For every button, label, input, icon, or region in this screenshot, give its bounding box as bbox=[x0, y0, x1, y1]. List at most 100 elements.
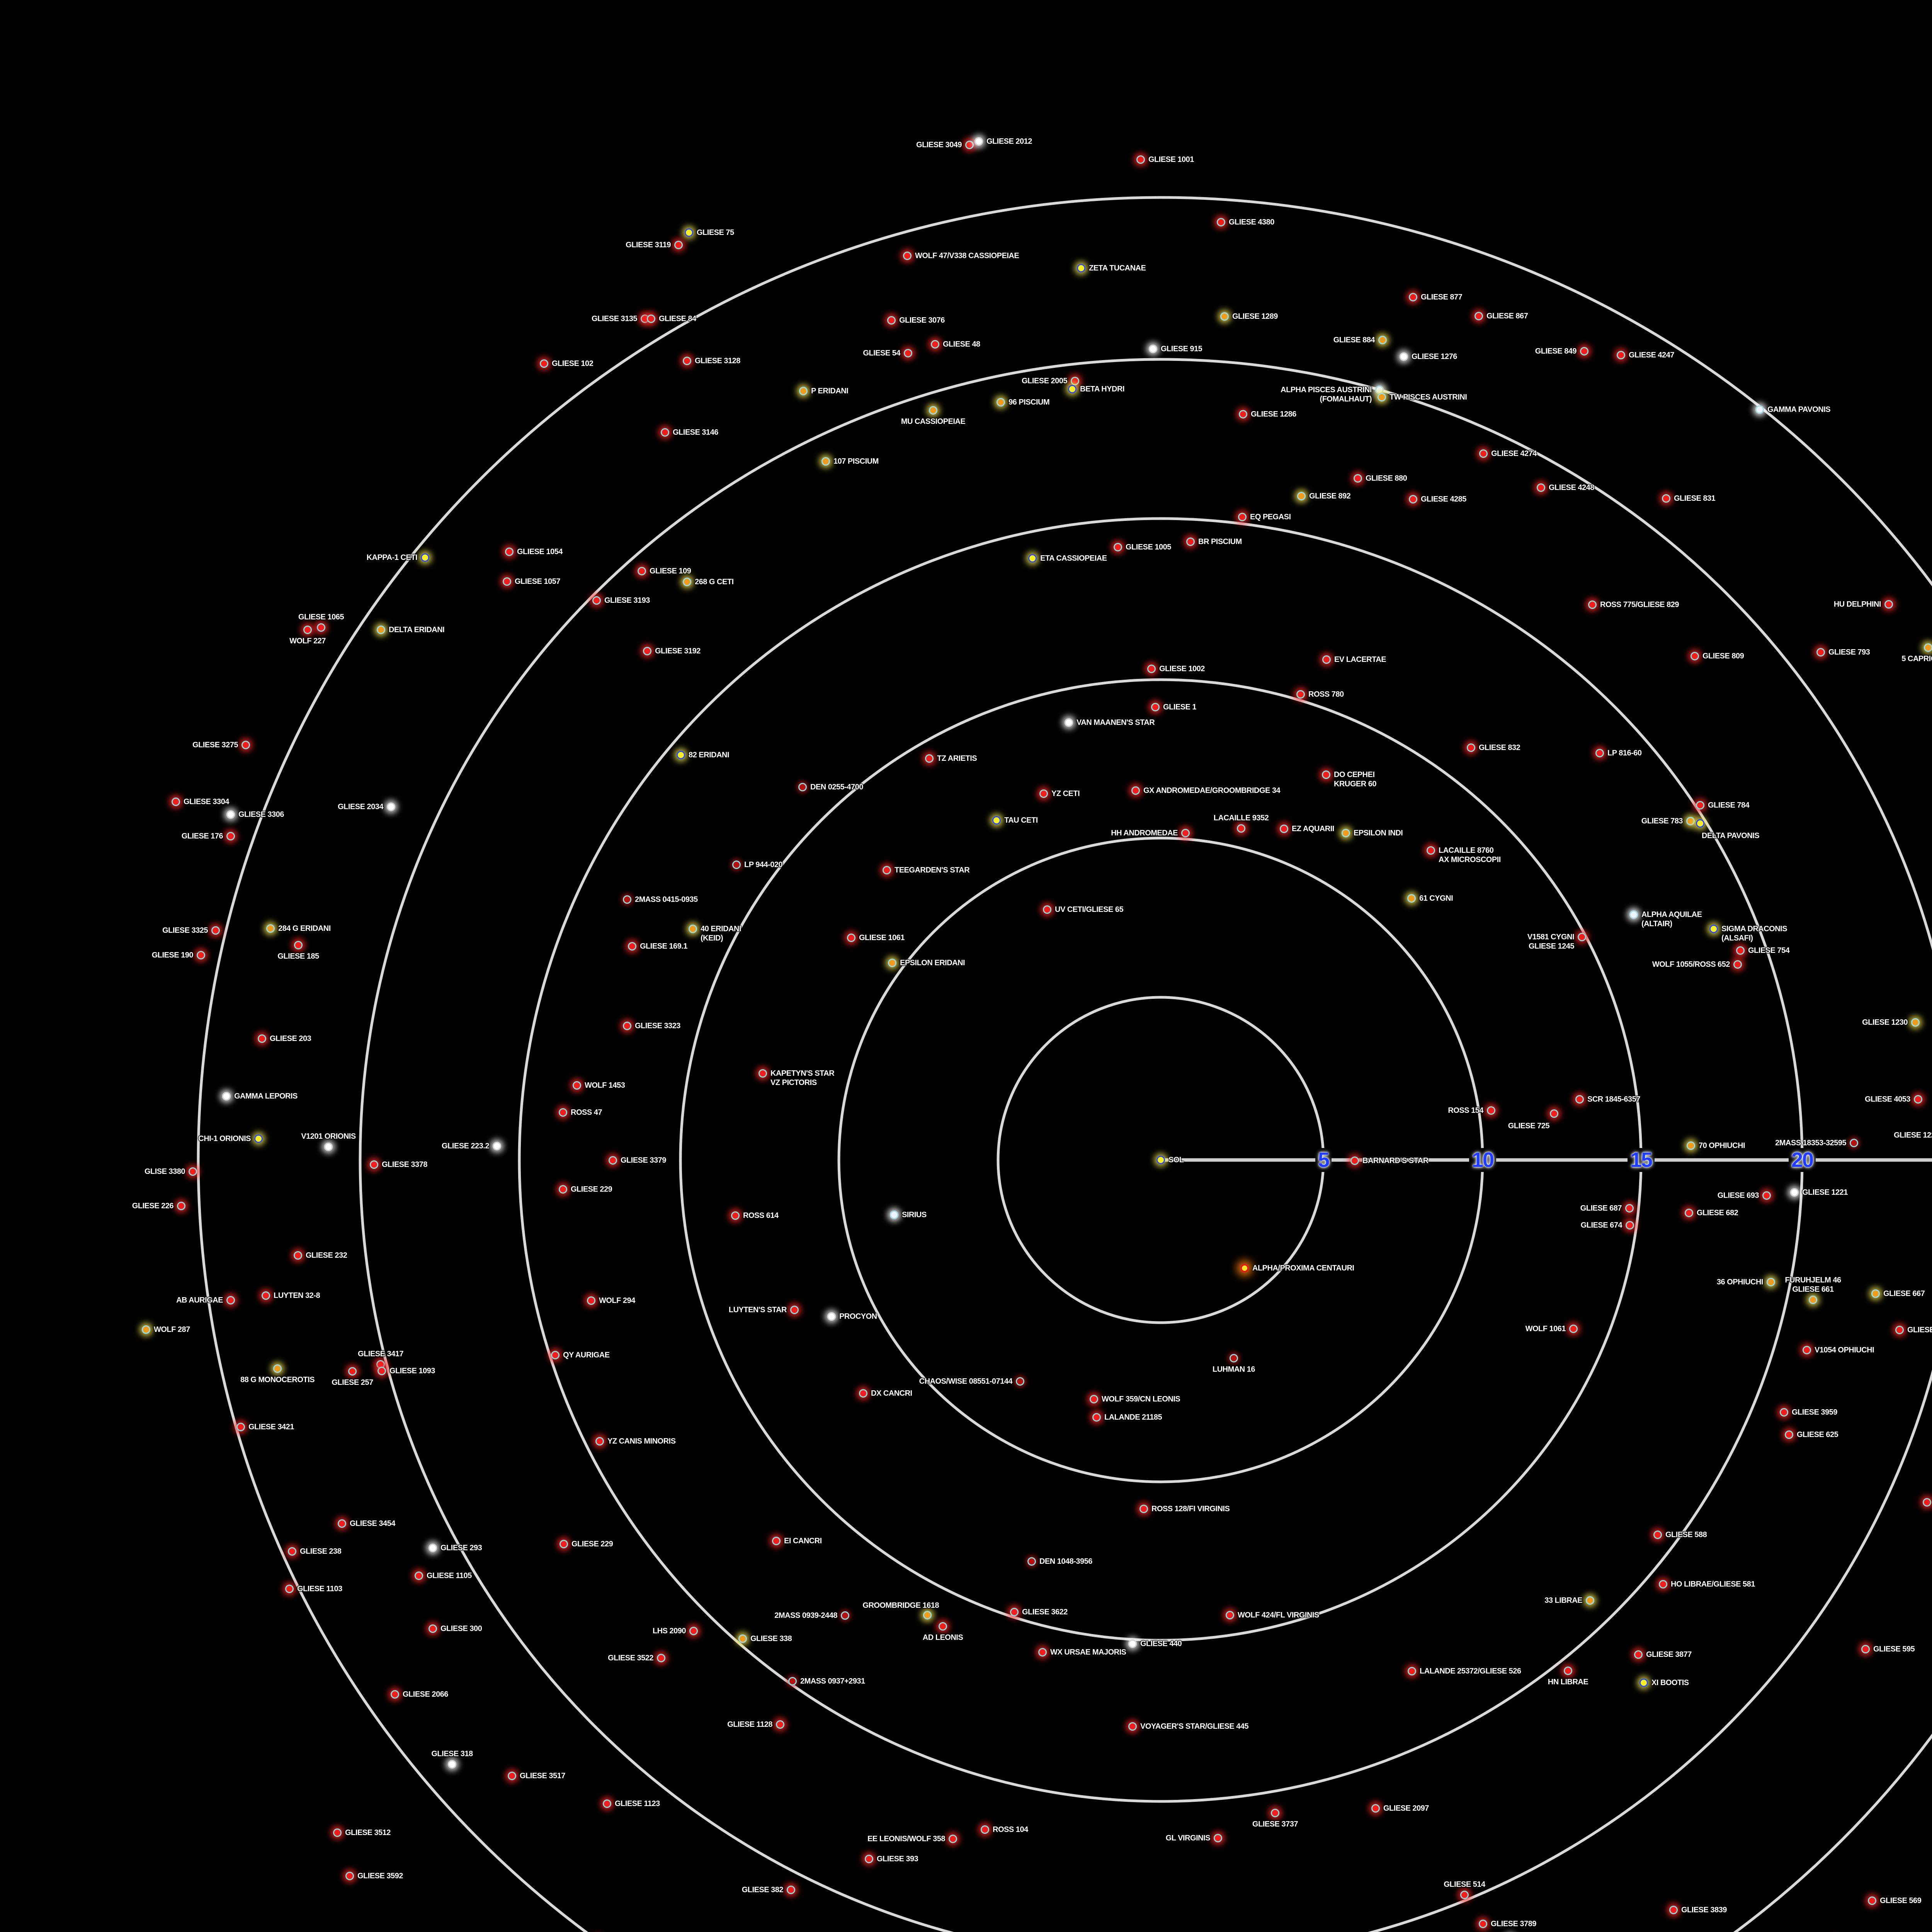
star-label: 82 ERIDANI bbox=[689, 751, 730, 759]
star-dot-icon bbox=[226, 810, 235, 819]
star-label: GLIESE 915 bbox=[1161, 345, 1202, 353]
star-label: GLIESE 3306 bbox=[238, 810, 284, 819]
star-label: GLIESE 3379 bbox=[621, 1156, 666, 1165]
star-label: YZ CANIS MINORIS bbox=[607, 1437, 676, 1446]
star-dot-icon bbox=[603, 1799, 611, 1808]
star-label: LACAILLE 8760 AX MICROSCOPII bbox=[1439, 846, 1501, 864]
star-dot-icon bbox=[1350, 1156, 1359, 1165]
star-dot-icon bbox=[1911, 1018, 1920, 1027]
star-dot-icon bbox=[266, 924, 275, 933]
star-dot-icon bbox=[1588, 600, 1597, 609]
star-dot-icon bbox=[1128, 1722, 1137, 1731]
star-dot-icon bbox=[1629, 910, 1638, 919]
star-label: GLIESE 3323 bbox=[635, 1022, 680, 1030]
star-dot-icon bbox=[981, 1825, 989, 1834]
star-label: GLIESE 1286 bbox=[1251, 410, 1296, 418]
star-label: V1054 OPHIUCHI bbox=[1815, 1346, 1874, 1354]
star-label: GLIESE 682 bbox=[1697, 1209, 1738, 1217]
star-label: DX CANCRI bbox=[871, 1389, 912, 1398]
star-dot-icon bbox=[1027, 1557, 1036, 1566]
star-label: 96 PISCIUM bbox=[1009, 398, 1050, 406]
star-dot-icon bbox=[738, 1634, 747, 1643]
star-dot-icon bbox=[387, 803, 395, 811]
star-label: GLIESE 1276 bbox=[1412, 352, 1457, 361]
star-dot-icon bbox=[142, 1325, 150, 1334]
star-dot-icon bbox=[1803, 1346, 1811, 1354]
star-label: LP 944-020 bbox=[744, 861, 783, 869]
star-label: GLIESE 880 bbox=[1366, 474, 1407, 483]
star-dot-icon bbox=[1226, 1611, 1234, 1619]
star-dot-icon bbox=[1884, 600, 1893, 609]
star-label: GLIESE 176 bbox=[181, 832, 223, 840]
star-dot-icon bbox=[317, 623, 325, 632]
star-dot-icon bbox=[189, 1167, 197, 1176]
star-label: GLIESE 3522 bbox=[608, 1654, 653, 1662]
star-label: ALPHA PISCES AUSTRINI (FOMALHAUT) bbox=[1281, 386, 1372, 403]
star-label: V1581 CYGNI GLIESE 1245 bbox=[1527, 933, 1575, 951]
star-label: 40 ERIDANI (KEID) bbox=[701, 925, 742, 942]
star-dot-icon bbox=[1685, 1209, 1693, 1217]
star-dot-icon bbox=[1479, 449, 1488, 458]
star-label: GLIESE 3417 bbox=[358, 1350, 403, 1358]
star-label: GLIESE 3325 bbox=[162, 926, 208, 935]
star-dot-icon bbox=[540, 359, 548, 368]
star-label: VOYAGER'S STAR/GLIESE 445 bbox=[1140, 1722, 1249, 1731]
star-label: HN LIBRAE bbox=[1548, 1678, 1588, 1686]
star-label: GLIESE 3991 bbox=[1907, 1326, 1932, 1334]
star-dot-icon bbox=[1147, 665, 1156, 673]
star-dot-icon bbox=[1408, 1667, 1416, 1675]
star-dot-icon bbox=[1755, 405, 1764, 414]
star-dot-icon bbox=[788, 1677, 797, 1685]
star-label: GLIESE 1128 bbox=[727, 1720, 772, 1729]
star-dot-icon bbox=[1595, 749, 1604, 757]
star-label: GLIESE 3192 bbox=[655, 647, 701, 655]
star-dot-icon bbox=[1296, 690, 1305, 699]
star-dot-icon bbox=[689, 925, 697, 933]
star-label: FURUHJELM 46 GLIESE 661 bbox=[1785, 1276, 1841, 1294]
star-dot-icon bbox=[1736, 946, 1745, 955]
star-label: BR PISCIUM bbox=[1198, 537, 1242, 546]
star-dot-icon bbox=[1895, 1326, 1904, 1334]
star-dot-icon bbox=[1128, 1639, 1137, 1648]
distance-label-10: 10 bbox=[1469, 1148, 1497, 1172]
star-label: GLIESE 1224 bbox=[1894, 1131, 1932, 1139]
star-label: GLIESE 754 bbox=[1748, 946, 1790, 955]
star-dot-icon bbox=[1809, 1296, 1817, 1304]
star-dot-icon bbox=[1733, 960, 1742, 969]
star-label: HO LIBRAE/GLIESE 581 bbox=[1671, 1580, 1755, 1588]
star-dot-icon bbox=[273, 1364, 282, 1373]
star-dot-icon bbox=[1924, 643, 1932, 652]
star-label: GLIESE 867 bbox=[1486, 312, 1528, 320]
star-dot-icon bbox=[1686, 817, 1695, 825]
star-dot-icon bbox=[1375, 386, 1384, 394]
star-dot-icon bbox=[1475, 312, 1483, 320]
star-dot-icon bbox=[1460, 1891, 1469, 1899]
star-label: SIGMA DRACONIS (ALSAFI) bbox=[1721, 925, 1787, 942]
star-label: GLIESE 3076 bbox=[899, 316, 945, 325]
star-label: GLIESE 109 bbox=[650, 567, 691, 575]
star-label: GLIESE 48 bbox=[943, 340, 980, 349]
star-label: GLIESE 2034 bbox=[338, 803, 383, 811]
star-label: GLIESE 293 bbox=[440, 1544, 482, 1552]
star-label: KAPPA-1 CETI bbox=[366, 553, 418, 562]
star-label: GLIESE 625 bbox=[1797, 1430, 1838, 1439]
star-label: YZ CETI bbox=[1051, 789, 1080, 798]
star-dot-icon bbox=[503, 577, 511, 586]
distance-ring bbox=[197, 196, 1932, 1932]
star-dot-icon bbox=[683, 357, 691, 365]
star-label: MU CASSIOPEIAE bbox=[901, 417, 966, 426]
star-dot-icon bbox=[925, 754, 934, 763]
star-label: SIRIUS bbox=[902, 1211, 927, 1219]
star-dot-icon bbox=[1639, 1679, 1648, 1687]
star-label: LP 816-60 bbox=[1607, 749, 1642, 757]
star-label: GLIESE 674 bbox=[1580, 1221, 1622, 1230]
star-dot-icon bbox=[1114, 543, 1122, 551]
star-dot-icon bbox=[1238, 513, 1247, 521]
star-dot-icon bbox=[560, 1540, 568, 1548]
star-label: ROSS 154 bbox=[1448, 1106, 1483, 1115]
star-dot-icon bbox=[421, 553, 429, 562]
star-label: TZ ARIETIS bbox=[937, 754, 977, 763]
star-dot-icon bbox=[1850, 1139, 1858, 1147]
star-dot-icon bbox=[1354, 474, 1362, 483]
